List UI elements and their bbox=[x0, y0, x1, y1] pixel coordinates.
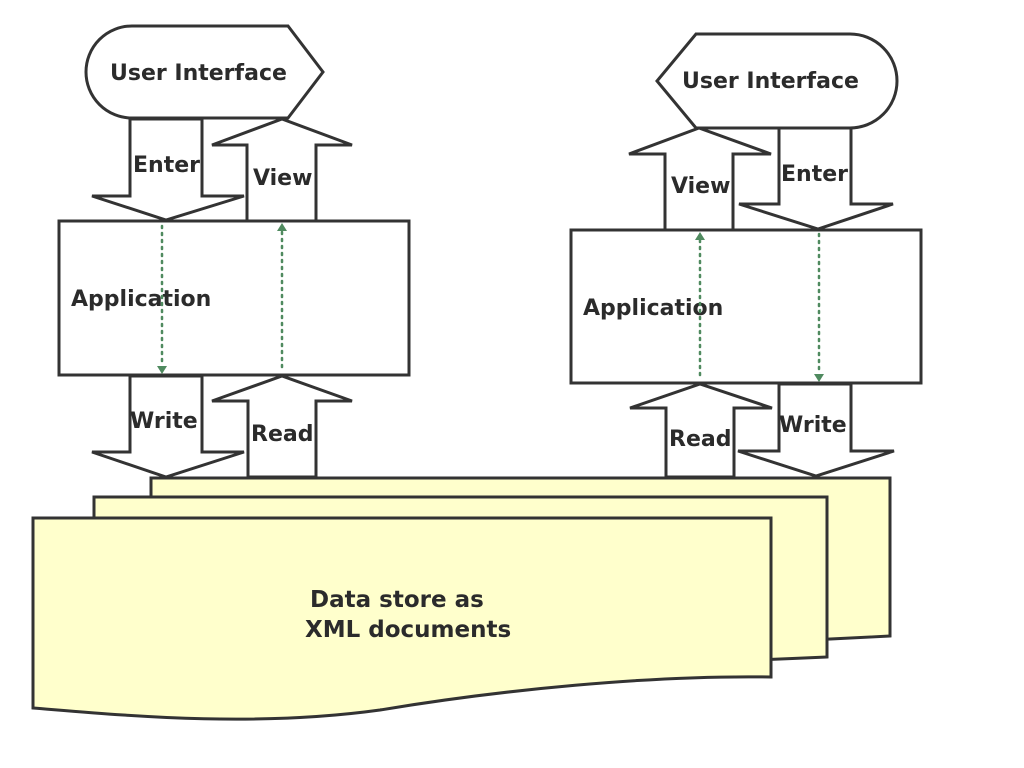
right-enter-arrow: Enter bbox=[738, 126, 894, 231]
left-write-arrow: Write bbox=[91, 374, 245, 479]
left-stack: Write Read Application Enter View bbox=[57, 24, 411, 479]
right-read-flow-arrowhead bbox=[695, 232, 705, 240]
left-view-label: View bbox=[253, 166, 312, 191]
left-write-flow-arrowhead bbox=[157, 366, 167, 374]
left-read-label: Read bbox=[251, 422, 313, 447]
left-enter-label: Enter bbox=[133, 153, 200, 178]
right-application-box: Application bbox=[569, 228, 923, 385]
left-application-label: Application bbox=[71, 287, 211, 312]
right-read-label: Read bbox=[669, 427, 731, 452]
right-view-label: View bbox=[671, 174, 730, 199]
left-read-flow-arrowhead bbox=[277, 223, 287, 231]
left-read-arrow: Read bbox=[211, 374, 353, 479]
right-read-arrow: Read bbox=[629, 382, 773, 479]
left-user-interface: User Interface bbox=[84, 24, 325, 120]
right-write-label: Write bbox=[779, 413, 847, 438]
left-write-label: Write bbox=[130, 409, 198, 434]
datastore-label-line2: XML documents bbox=[305, 617, 511, 643]
right-view-arrow: View bbox=[628, 126, 772, 232]
document-front bbox=[31, 516, 773, 721]
right-enter-label: Enter bbox=[781, 162, 848, 187]
right-user-interface-label: User Interface bbox=[682, 69, 859, 94]
right-stack: Read Write Application View Enter bbox=[569, 32, 923, 479]
right-user-interface: User Interface bbox=[655, 32, 899, 130]
datastore-label-line1: Data store as bbox=[310, 587, 484, 613]
left-view-arrow: View bbox=[211, 117, 353, 223]
left-application-box: Application bbox=[57, 219, 411, 377]
right-write-flow-arrowhead bbox=[814, 374, 824, 382]
right-application-label: Application bbox=[583, 296, 723, 321]
left-user-interface-label: User Interface bbox=[110, 61, 287, 86]
left-enter-arrow: Enter bbox=[91, 117, 245, 222]
datastore-stack: Data store as XML documents bbox=[31, 476, 892, 721]
right-write-arrow: Write bbox=[737, 382, 895, 478]
